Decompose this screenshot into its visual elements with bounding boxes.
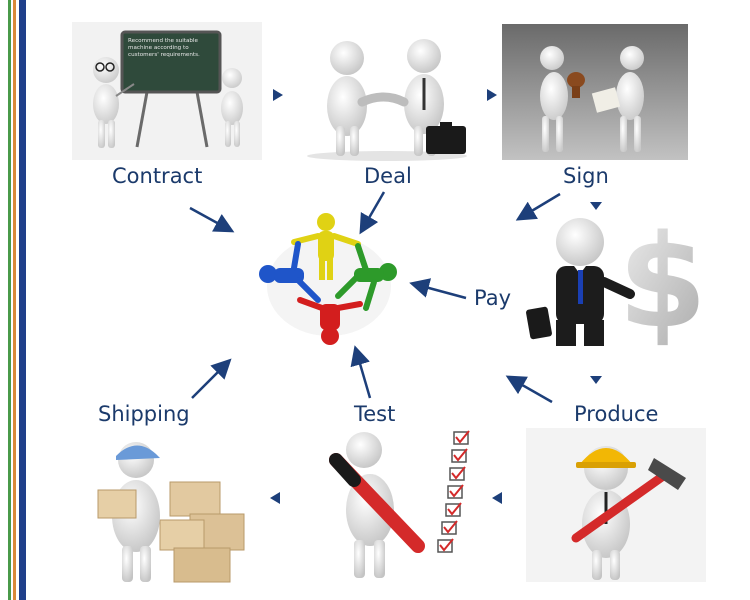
dollar-icon: $ bbox=[526, 208, 707, 348]
presentation-board-icon: Recommend the suitable machine according… bbox=[93, 30, 243, 148]
hard-hat-icon bbox=[571, 446, 686, 580]
deal-image bbox=[292, 26, 482, 164]
board-text: Recommend the suitable machine according… bbox=[128, 38, 200, 58]
boxes-icon bbox=[97, 442, 245, 583]
flow-marker-6 bbox=[270, 492, 280, 504]
arrow-produce bbox=[505, 375, 553, 404]
contract-image: Recommend the suitable machine according… bbox=[72, 22, 262, 160]
arrow-test bbox=[350, 345, 372, 399]
flow-marker-1 bbox=[273, 89, 283, 101]
svg-text:$: $ bbox=[618, 208, 707, 348]
stamp-icon bbox=[502, 24, 688, 160]
produce-image bbox=[526, 428, 706, 582]
team-image bbox=[254, 204, 404, 354]
label-test: Test bbox=[354, 402, 396, 426]
team-circle-icon bbox=[259, 213, 397, 345]
label-shipping: Shipping bbox=[98, 402, 190, 426]
flow-marker-4 bbox=[590, 376, 602, 384]
arrow-contract bbox=[189, 206, 235, 233]
handshake-icon bbox=[307, 39, 467, 161]
label-deal: Deal bbox=[364, 164, 412, 188]
label-pay: Pay bbox=[474, 286, 512, 310]
label-contract: Contract bbox=[112, 164, 203, 188]
checklist-icon bbox=[329, 430, 470, 578]
stripe-green bbox=[8, 0, 11, 600]
stripe-blue bbox=[19, 0, 26, 600]
shipping-image bbox=[90, 438, 260, 586]
test-image bbox=[314, 428, 494, 582]
flow-marker-2 bbox=[487, 89, 497, 101]
arrow-shipping bbox=[191, 358, 232, 399]
stripe-orange bbox=[13, 0, 16, 600]
pay-image: $ bbox=[520, 208, 710, 348]
sign-image bbox=[502, 24, 688, 160]
arrow-pay bbox=[409, 278, 467, 300]
label-produce: Produce bbox=[574, 402, 659, 426]
label-sign: Sign bbox=[563, 164, 609, 188]
